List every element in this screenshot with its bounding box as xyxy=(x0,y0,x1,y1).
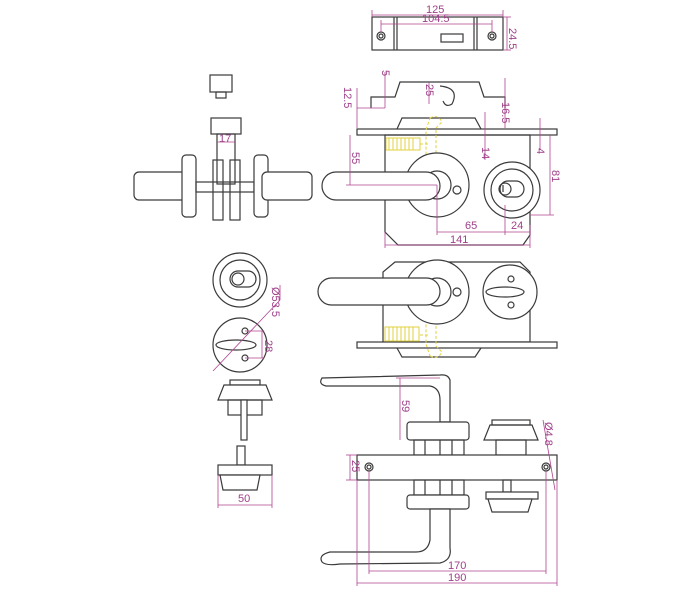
thumbturn-rose-front: 28 Ø53.5 xyxy=(212,285,281,373)
lever-handle xyxy=(321,171,441,201)
strike-plate-front-view xyxy=(371,16,504,51)
dim-24: 24 xyxy=(511,220,523,232)
dim-81: 81 xyxy=(549,170,561,182)
assembly-dimensions: 59 25 Ø4.8 170 190 xyxy=(346,377,558,586)
lever-side-view: 17 xyxy=(133,74,313,221)
cylinder-rose xyxy=(483,161,541,219)
strike-dimensions: 125 104.5 24.5 xyxy=(371,4,518,51)
dim-59: 59 xyxy=(399,400,411,412)
lock-body-dimensions: 55 14 4 81 65 24 141 xyxy=(346,112,561,248)
dim-125: 125 xyxy=(426,4,444,16)
dim-28: 28 xyxy=(262,340,274,352)
mounting-plate xyxy=(356,454,558,481)
assembly-side-view xyxy=(320,374,558,566)
dim-190: 190 xyxy=(448,572,466,584)
faceplate xyxy=(356,128,558,136)
thumbturn-side-view: 50 xyxy=(217,379,273,508)
dim-17: 17 xyxy=(219,133,231,145)
dim-170: 170 xyxy=(448,560,466,572)
dim-50: 50 xyxy=(238,493,250,505)
dim-diameter-4-8: Ø4.8 xyxy=(542,422,554,446)
dim-65: 65 xyxy=(465,220,477,232)
dim-16-5: 16.5 xyxy=(499,102,511,123)
dim-4: 4 xyxy=(534,148,546,154)
dim-14: 14 xyxy=(479,147,491,159)
latch-slot xyxy=(440,33,464,43)
dim-104-5: 104.5 xyxy=(422,13,450,25)
dim-25: 25 xyxy=(423,84,435,96)
dim-141: 141 xyxy=(450,234,468,246)
cylinder-rose-front xyxy=(212,252,268,308)
screw-hole-icon xyxy=(376,31,386,41)
cylinder-key-icon xyxy=(499,180,525,198)
dim-12-5: 12.5 xyxy=(341,87,353,108)
dim-24-5: 24.5 xyxy=(506,28,518,49)
lock-body-bottom xyxy=(317,259,558,358)
dim-diameter-53-5: Ø53.5 xyxy=(269,287,281,317)
dim-5: 5 xyxy=(379,70,391,76)
dim-25-plate: 25 xyxy=(349,460,361,472)
dim-55: 55 xyxy=(349,152,361,164)
strike-plate-profile: 5 12.5 25 16.5 xyxy=(341,70,511,128)
screw-hole-icon xyxy=(487,31,497,41)
